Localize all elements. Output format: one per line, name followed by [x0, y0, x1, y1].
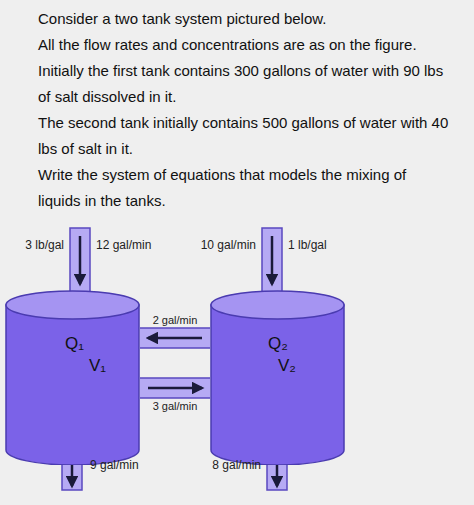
tank-body	[6, 305, 139, 465]
tank-top	[211, 291, 344, 319]
flow-label: 12 gal/min	[96, 238, 151, 252]
pipe-wall	[140, 378, 210, 398]
quantity-label: Q₁	[65, 334, 84, 354]
flow-arrow	[271, 236, 274, 284]
flow-label: 8 gal/min	[212, 458, 261, 472]
flow-arrow	[276, 464, 279, 486]
tank-top	[6, 291, 139, 319]
flow-rate-label: 2 gal/min	[151, 314, 200, 326]
tank: Q₁V₁	[5, 290, 140, 465]
tank-body	[211, 305, 344, 465]
problem-text: Consider a two tank system pictured belo…	[38, 6, 450, 214]
flow-connector	[148, 337, 202, 340]
tank: Q₂V₂	[210, 290, 345, 465]
connecting-pipe	[140, 378, 210, 398]
problem-sentence: Consider a two tank system pictured belo…	[38, 6, 450, 32]
tank-cylinder	[5, 290, 140, 465]
problem-sentence: All the flow rates and concentrations ar…	[38, 32, 450, 58]
flow-label: 1 lb/gal	[288, 238, 327, 252]
flow-label: 9 gal/min	[90, 458, 139, 472]
flow-arrow	[71, 464, 74, 486]
volume-label: V₂	[278, 356, 296, 376]
flow-label: 3 lb/gal	[25, 238, 64, 252]
flow-arrow	[79, 236, 82, 284]
volume-label: V₁	[89, 356, 106, 376]
pipe-wall	[140, 328, 210, 348]
problem-sentence: The second tank initially contains 500 g…	[38, 110, 450, 162]
problem-sentence: Initially the first tank contains 300 ga…	[38, 58, 450, 110]
problem-sentence: Write the system of equations that model…	[38, 162, 450, 214]
flow-label: 10 gal/min	[201, 238, 256, 252]
quantity-label: Q₂	[268, 334, 288, 354]
flow-rate-label: 3 gal/min	[151, 400, 200, 412]
flow-connector	[148, 387, 202, 390]
connecting-pipe	[140, 328, 210, 348]
tank-cylinder	[210, 290, 345, 465]
